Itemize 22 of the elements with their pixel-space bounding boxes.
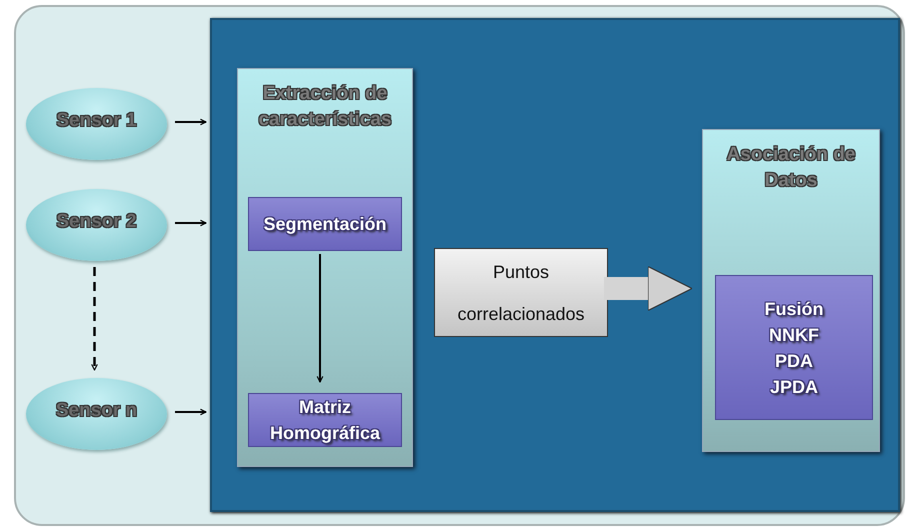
- node-label: Sensor n: [54, 400, 138, 422]
- arrow: [316, 254, 324, 383]
- arrow: [604, 266, 693, 312]
- arrow: [175, 118, 207, 126]
- node-label: Sensor 1: [55, 110, 138, 132]
- process-box: [715, 275, 873, 420]
- node-label: Matriz Homográfica: [268, 396, 382, 445]
- node-label: Puntos correlacionados: [456, 261, 586, 326]
- process-box: [248, 197, 402, 251]
- stage-title: Asociación de Datos: [726, 143, 856, 193]
- node-label: Fusión NNKF PDA JPDA: [764, 298, 824, 399]
- arrow: [175, 408, 207, 416]
- stage-title: Extracción de características: [257, 82, 393, 132]
- node-label: Segmentación: [262, 213, 388, 236]
- arrow: [175, 220, 207, 226]
- node-label: Sensor 2: [55, 211, 138, 233]
- process-box: [248, 393, 402, 447]
- stage-column: [702, 129, 880, 452]
- background-panel: [14, 5, 905, 526]
- process-panel: [210, 18, 900, 512]
- arrow: [91, 267, 98, 371]
- stage-column: [237, 68, 413, 467]
